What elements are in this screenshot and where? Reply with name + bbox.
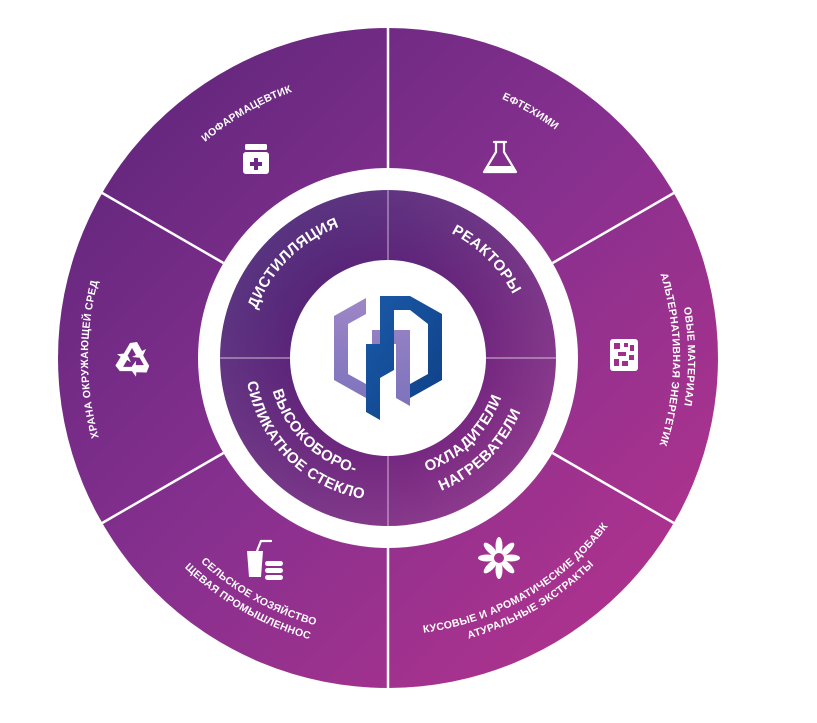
recycle-icon bbox=[115, 342, 150, 377]
logo-dark-part bbox=[366, 296, 442, 420]
outer-divider-line bbox=[99, 451, 225, 526]
flower-icon bbox=[478, 537, 520, 579]
food-cup-icon bbox=[247, 539, 283, 580]
medicine-jar-icon bbox=[243, 144, 269, 174]
inner-ring-dividers bbox=[198, 168, 578, 548]
outer-divider-line bbox=[551, 451, 677, 526]
material-grid-icon bbox=[610, 339, 638, 371]
outer-divider-line bbox=[99, 190, 225, 265]
company-logo bbox=[334, 296, 442, 420]
flask-icon bbox=[482, 140, 518, 174]
outer-ring-dividers bbox=[99, 26, 677, 690]
logo-light-part bbox=[334, 298, 410, 406]
outer-divider-line bbox=[551, 190, 677, 265]
